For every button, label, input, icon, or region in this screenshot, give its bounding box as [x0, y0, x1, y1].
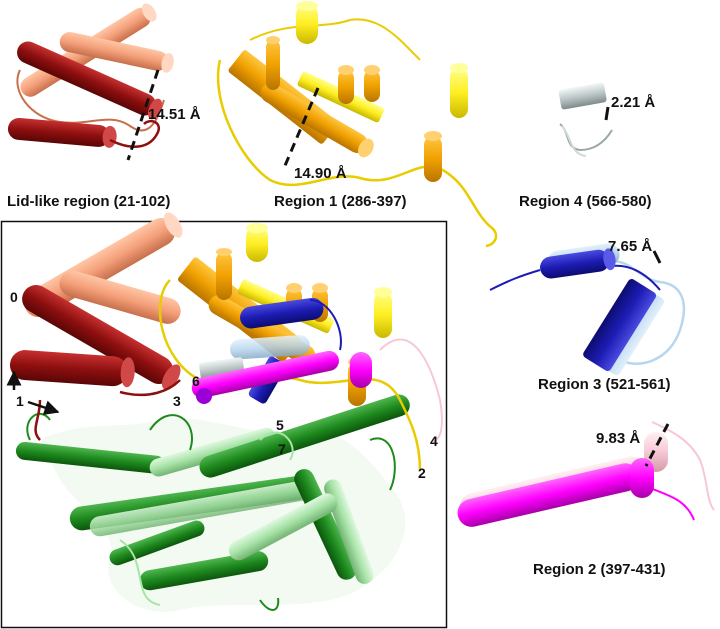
region2-caption: Region 2 (397-431) [533, 561, 666, 578]
overview-label-2: 2 [418, 465, 426, 481]
overview-label-7: 7 [278, 441, 286, 457]
lid-distance-line [126, 69, 160, 161]
region3-caption: Region 3 (521-561) [538, 376, 671, 393]
overview-label-3: 3 [173, 393, 181, 409]
overview-panel: 0 1 2 3 4 5 6 7 [0, 212, 448, 629]
region4-distance-label: 2.21 Å [611, 94, 655, 111]
region4-caption: Region 4 (566-580) [519, 193, 652, 210]
region1-panel: 14.90 Å Region 1 (286-397) [216, 1, 498, 248]
overview-label-6: 6 [192, 373, 200, 389]
lid-caption: Lid-like region (21-102) [7, 193, 170, 210]
region3-panel: 7.65 Å Region 3 (521-561) [489, 238, 686, 393]
region2-panel: 9.83 Å Region 2 (397-431) [457, 421, 715, 578]
overview-label-0: 0 [10, 289, 18, 305]
lid-like-region-panel: 14.51 Å Lid-like region (21-102) [7, 3, 201, 210]
lid-distance-label: 14.51 Å [148, 106, 201, 123]
region2-distance-label: 9.83 Å [596, 430, 640, 447]
region4-distance-line [604, 106, 610, 121]
overview-label-4: 4 [430, 433, 438, 449]
region1-distance-label: 14.90 Å [294, 165, 347, 182]
core-domain [15, 394, 410, 612]
arrow-1-right [27, 400, 60, 415]
overview-region2 [191, 338, 443, 443]
region4-panel: 2.21 Å Region 4 (566-580) [519, 82, 655, 210]
overview-label-5: 5 [276, 417, 284, 433]
region1-caption: Region 1 (286-397) [274, 193, 407, 210]
region3-distance-label: 7.65 Å [608, 238, 652, 255]
region3-distance-line [652, 250, 662, 264]
overview-label-1: 1 [16, 393, 24, 409]
region2-distance-line [644, 423, 670, 467]
overview-lid [9, 212, 183, 441]
overview-frame [0, 220, 448, 629]
